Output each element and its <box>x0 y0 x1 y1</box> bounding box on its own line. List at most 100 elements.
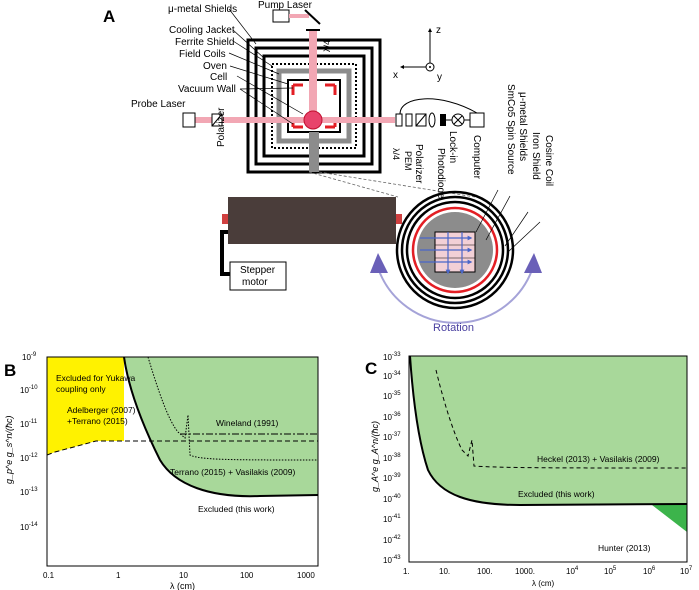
heckel-vasilakis-curve <box>435 369 687 469</box>
svg-text:100.: 100. <box>477 567 493 576</box>
c-xtick-3: 100. <box>477 567 493 576</box>
svg-text:10-38: 10-38 <box>383 453 401 463</box>
label-lockin: Lock-in <box>447 131 458 163</box>
coordinate-axes: z x y <box>393 25 442 83</box>
b-xtick-4: 100 <box>240 571 254 580</box>
b-note-terrano: Terrano (2015) + Vasilakis (2009) <box>170 467 295 477</box>
label-stepper: Stepper <box>240 265 276 276</box>
label-iron-shield: Iron Shield <box>530 132 541 180</box>
label-lambda4-top: λ/4 <box>322 40 332 52</box>
b-xtick-1: 0.1 <box>43 571 55 580</box>
rotation-arc <box>377 267 533 324</box>
svg-text:107: 107 <box>680 566 693 576</box>
yukawa-region <box>47 357 124 455</box>
c-xtick-2: 10. <box>439 567 450 576</box>
label-vacuum-wall: Vacuum Wall <box>178 84 236 95</box>
c-ytick-5: 10 <box>383 433 392 442</box>
svg-text:106: 106 <box>643 566 656 576</box>
c-note-excluded: Excluded (this work) <box>518 489 595 499</box>
b-note-adelberger-2: +Terrano (2015) <box>67 416 128 426</box>
label-lambda4-right: λ/4 <box>391 148 401 160</box>
svg-text:10-33: 10-33 <box>383 352 401 362</box>
svg-text:10-9: 10-9 <box>22 352 37 362</box>
terrano-vasilakis-curve <box>147 357 318 461</box>
svg-text:10-13: 10-13 <box>20 487 38 497</box>
pem <box>395 113 403 127</box>
axis-z-label: z <box>436 25 441 36</box>
svg-text:10-11: 10-11 <box>20 419 38 429</box>
b-ytick-6: 10 <box>20 523 29 532</box>
c-ytick-3: 10 <box>383 392 392 401</box>
c-ytick-8: 10 <box>383 495 392 504</box>
svg-text:10-41: 10-41 <box>383 514 401 524</box>
c-ytick-2: 10 <box>383 372 392 381</box>
pump-mirror <box>304 9 321 25</box>
c-xtick-6: 10 <box>604 567 613 576</box>
svg-text:10-14: 10-14 <box>20 522 38 532</box>
c-note-hunter: Hunter (2013) <box>598 543 651 553</box>
b-ylabel: g_p^e g_s^n/(ħc) <box>4 416 14 484</box>
drive-belt <box>220 230 230 276</box>
svg-text:1.: 1. <box>403 567 410 576</box>
leader-lines <box>228 8 304 125</box>
panel-b-letter: B <box>4 361 16 380</box>
label-motor: motor <box>242 277 268 288</box>
label-cosine-coil: Cosine Coil <box>543 135 554 186</box>
c-xlabel: λ (cm) <box>532 579 555 588</box>
pump-laser-source <box>272 9 290 23</box>
c-xtick-7: 10 <box>643 567 652 576</box>
label-rotation: Rotation <box>433 322 474 334</box>
c-ytick-7: 10 <box>383 474 392 483</box>
svg-text:10-36: 10-36 <box>383 412 401 422</box>
c-note-heckel: Heckel (2013) + Vasilakis (2009) <box>537 454 660 464</box>
excluded-region-c <box>410 356 687 505</box>
axis-x-label: x <box>393 70 398 81</box>
hunter-region <box>652 505 687 532</box>
svg-text:105: 105 <box>604 566 617 576</box>
c-ytick-11: 10 <box>383 556 392 565</box>
b-xlabel: λ (cm) <box>170 581 195 590</box>
plot-frame-b <box>46 356 319 567</box>
excluded-boundary-c <box>409 356 687 507</box>
label-polarizer-right: Polarizer <box>413 144 424 184</box>
b-ytick-2: 10 <box>20 386 29 395</box>
b-ytick-4: 10 <box>20 454 29 463</box>
label-computer: Computer <box>471 135 482 180</box>
label-probe-laser: Probe Laser <box>131 99 186 110</box>
shield-cross-section <box>395 189 541 310</box>
panel-c-letter: C <box>365 359 377 378</box>
pump-laser-beam <box>309 30 317 120</box>
c-xtick-4: 1000. <box>515 567 535 576</box>
svg-text:10-12: 10-12 <box>20 453 38 463</box>
svg-text:10.: 10. <box>439 567 450 576</box>
b-xtick-5: 1000 <box>297 571 315 580</box>
c-ytick-1: 10 <box>383 353 392 362</box>
label-field-coils: Field Coils <box>179 49 226 60</box>
panel-a-letter: A <box>103 7 115 26</box>
label-photodiode: Photodiode <box>435 148 446 199</box>
computer <box>469 112 485 128</box>
label-oven: Oven <box>203 61 227 72</box>
c-ytick-4: 10 <box>383 413 392 422</box>
label-pem: PEM <box>403 151 413 171</box>
b-note-yukawa-1: Excluded for Yukawa <box>56 373 135 383</box>
label-mu-metal-shields: μ-metal Shields <box>168 4 237 15</box>
c-xtick-5: 10 <box>566 567 575 576</box>
c-xtick-1: 1. <box>403 567 410 576</box>
svg-text:1000.: 1000. <box>515 567 535 576</box>
pem-reference-cable <box>399 98 478 115</box>
rotation-arrowhead-right <box>524 253 542 273</box>
panel-b: B 10-9 10-10 10-11 10-12 10-13 10-14 <box>4 352 319 590</box>
axis-y-label: y <box>437 72 442 83</box>
b-ytick-5: 10 <box>20 488 29 497</box>
c-ytick-9: 10 <box>383 515 392 524</box>
label-ferrite-shield: Ferrite Shield <box>175 37 234 48</box>
excluded-boundary-b <box>123 357 318 498</box>
b-ytick-1: 10 <box>22 353 31 362</box>
support-post-bottom <box>309 132 319 172</box>
b-note-yukawa-2: coupling only <box>56 384 106 394</box>
stepper-motor <box>229 261 287 291</box>
panel-a: A <box>103 0 554 334</box>
svg-text:10-42: 10-42 <box>383 535 401 545</box>
